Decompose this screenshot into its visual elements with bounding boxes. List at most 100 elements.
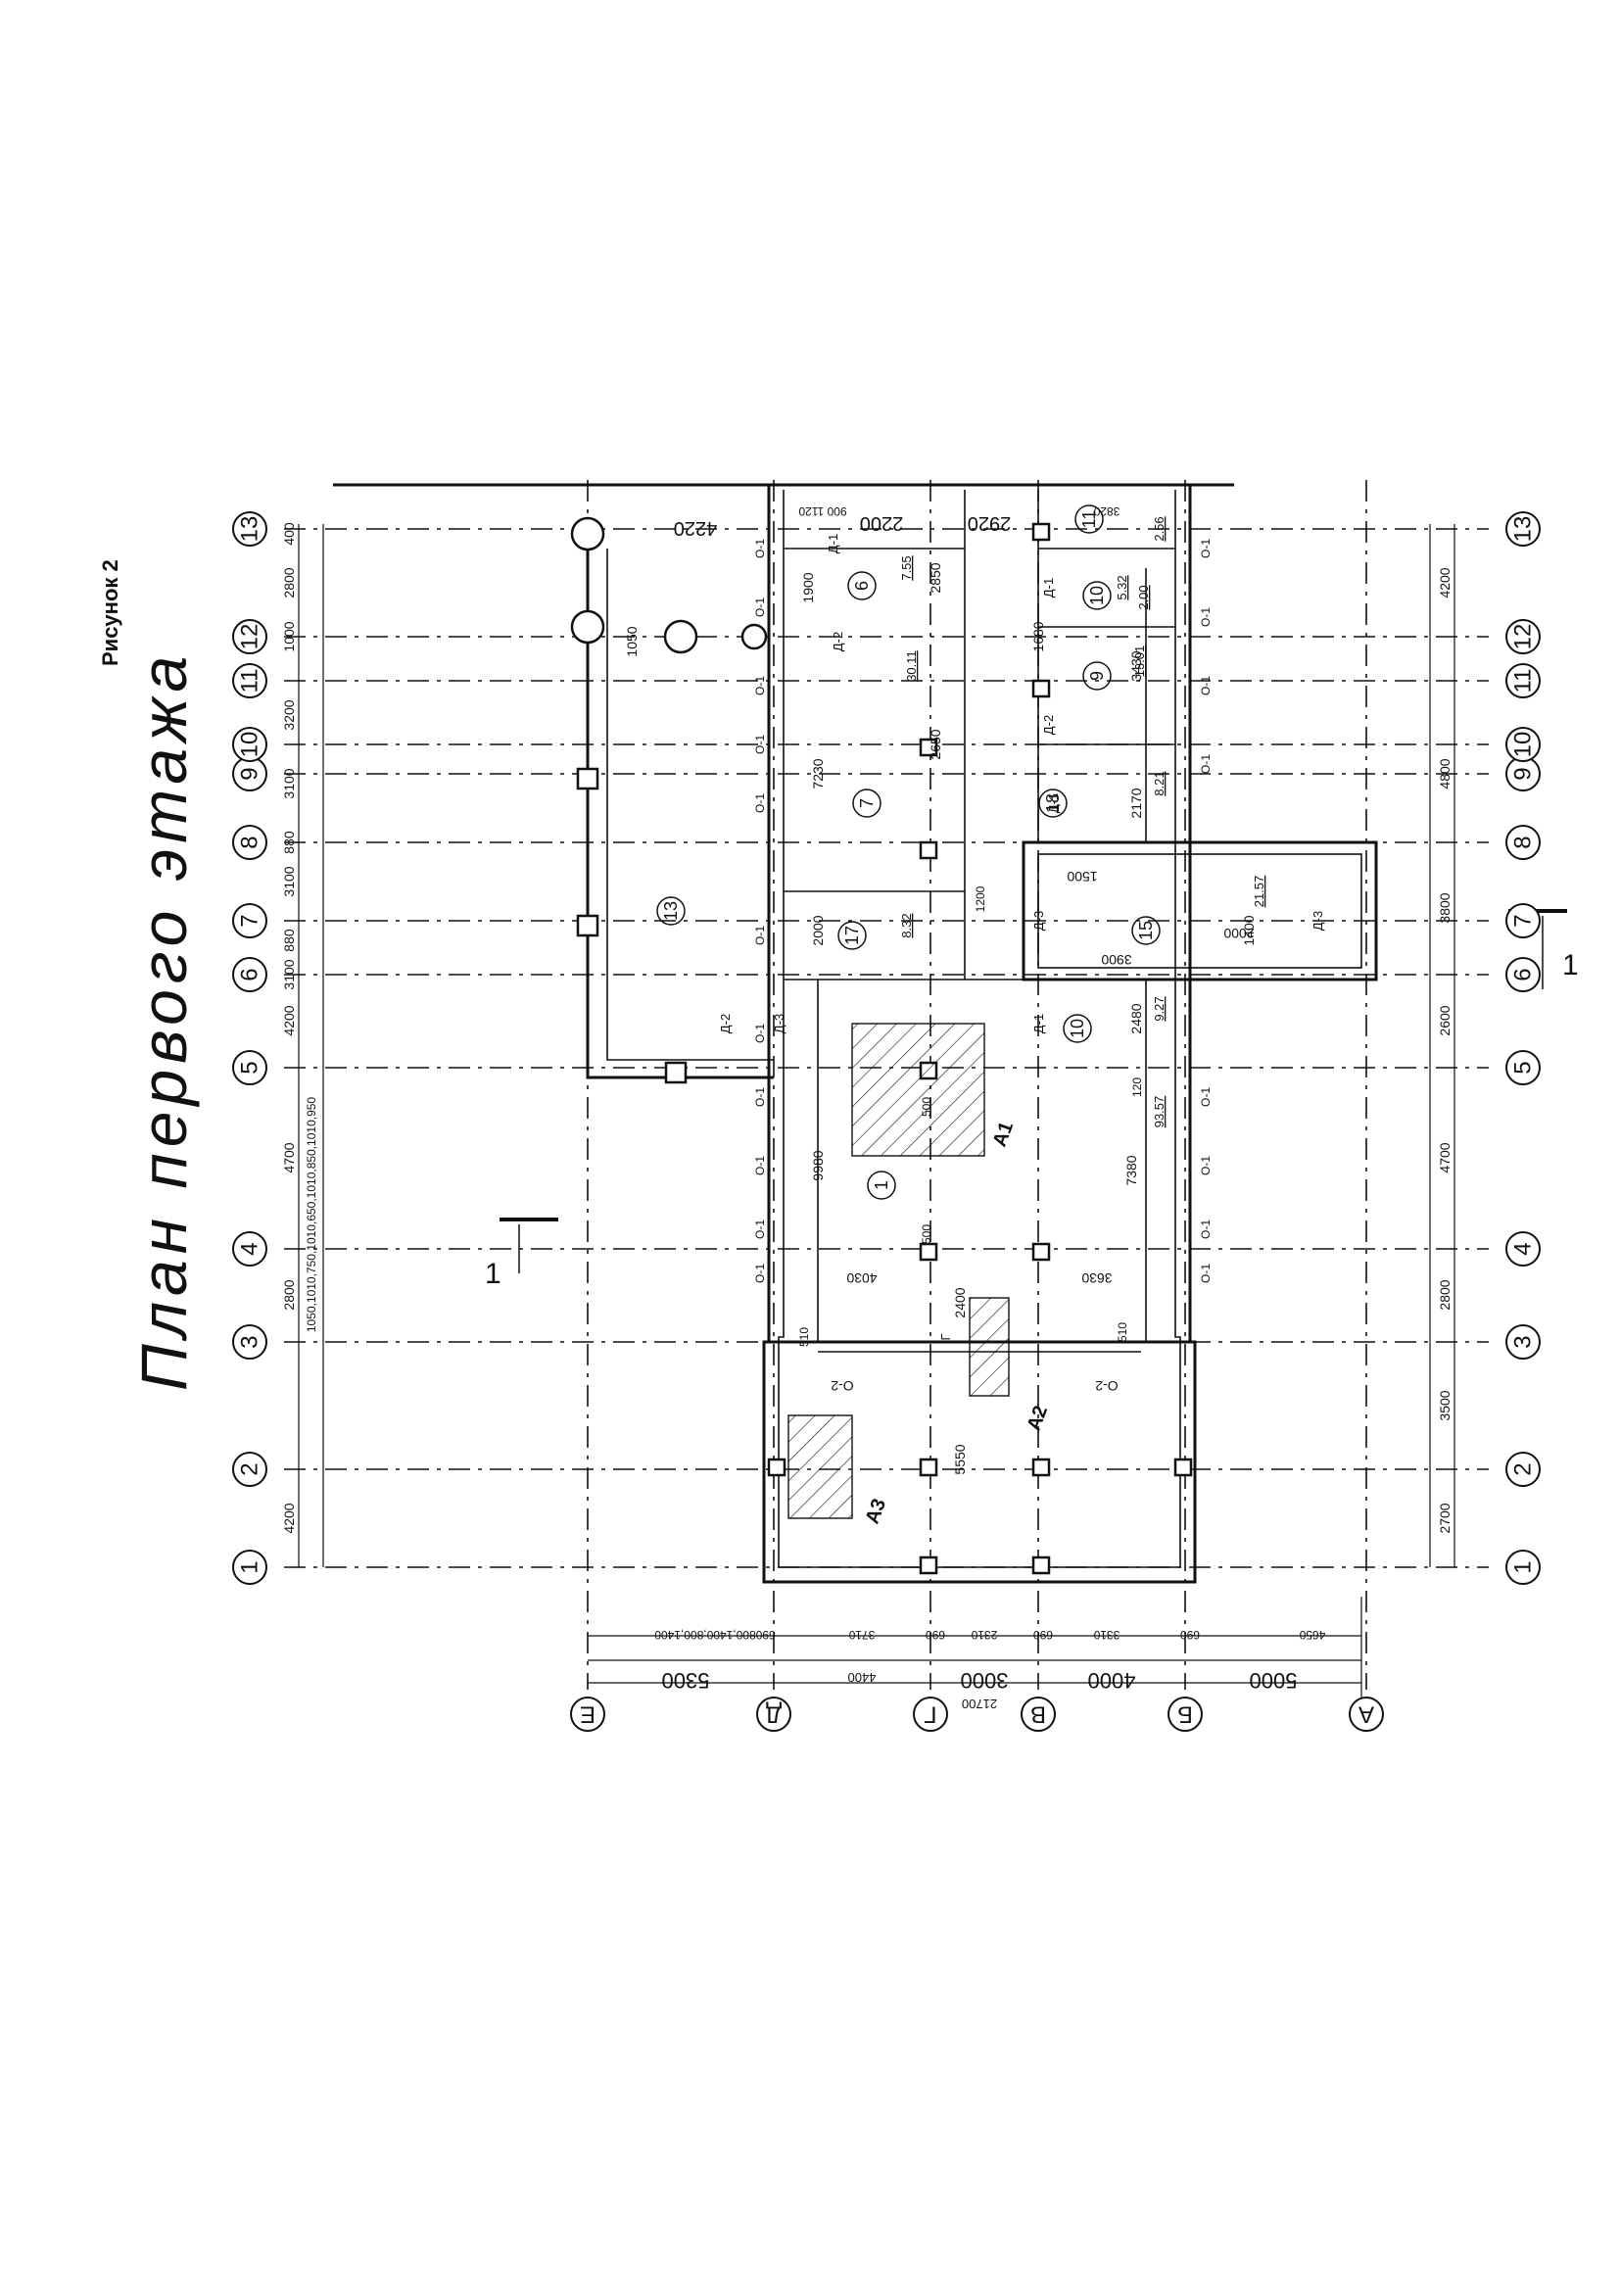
walls — [333, 483, 1378, 1584]
left-dimension: 4200 — [1437, 567, 1453, 598]
bottom-detail-dimension: 3310 — [1093, 1628, 1120, 1642]
room-number-circle — [847, 571, 877, 600]
bottom-detail-dimension: 3710 — [848, 1628, 875, 1642]
window-label: О-1 — [753, 539, 767, 558]
left-dimension: 4800 — [1437, 758, 1453, 789]
room-area: 13.01 — [1132, 646, 1147, 678]
section-marker: А1 — [989, 1119, 1018, 1150]
axis-bubble-4 — [232, 1231, 267, 1267]
interior-dimension: 1500 — [1067, 869, 1097, 885]
axis-label-Е: Е — [580, 1701, 596, 1728]
room-number: 15 — [1136, 921, 1156, 940]
bottom-dimension: 3000 — [961, 1668, 1009, 1693]
axis-label-8: 8 — [237, 836, 263, 848]
interior-dimension: 900 1120 — [798, 504, 846, 518]
axis-bubble-7 — [232, 903, 267, 938]
interior-dimension: 1680 — [1030, 621, 1046, 651]
interior-dimension: 1050 — [624, 626, 640, 656]
window-label: О-1 — [1199, 676, 1213, 695]
axis-bubble-12 — [232, 619, 267, 654]
interior-dimension: 500 — [920, 1224, 933, 1244]
door-label: Д-3 — [772, 1014, 786, 1033]
room-number: 6 — [852, 581, 872, 591]
room-number: 11 — [1079, 510, 1099, 529]
top-dimension: 3100 — [281, 866, 297, 896]
interior-dimension: 2000 — [1223, 926, 1254, 941]
room-area: 21.57 — [1252, 876, 1266, 908]
bottom-mid-dimension: 4400 — [848, 1670, 877, 1685]
room-number: 10 — [1068, 1019, 1087, 1038]
room-number: 13 — [661, 901, 681, 921]
bottom-detail-dimension: 690800,1400,800,1400 — [654, 1628, 776, 1642]
axis-bubble-13 — [1505, 511, 1541, 547]
bottom-detail-dimension: 690 — [926, 1628, 945, 1642]
room-texts: 1671710151891011137.5530.118.329.2793.57… — [656, 504, 1325, 1527]
interior-dimension: 2200 — [860, 512, 904, 534]
interior-dimension: 2480 — [1128, 1003, 1144, 1033]
interior-dimension: 4220 — [674, 517, 718, 539]
axis-label-1: 1 — [1510, 1560, 1537, 1573]
axis-bubble-Д — [756, 1697, 791, 1732]
axis-label-7: 7 — [237, 914, 263, 927]
left-dimension: 4700 — [1437, 1142, 1453, 1172]
section-cut-marks: 1 1 — [485, 909, 1579, 1290]
interior-dimension: 9980 — [810, 1150, 826, 1180]
top-dimension: 4200 — [281, 1503, 297, 1533]
interior-dimension: 2850 — [928, 562, 943, 593]
axis-label-8: 8 — [1510, 836, 1537, 848]
axis-bubble-7 — [1505, 903, 1541, 938]
top-dimension: 1000 — [281, 621, 297, 651]
axis-label-В: В — [1030, 1701, 1046, 1728]
left-dimension: 3500 — [1437, 1390, 1453, 1420]
axis-label-10: 10 — [1510, 732, 1537, 758]
interior-dimension: 7230 — [810, 758, 826, 789]
window-label: О-1 — [753, 1264, 767, 1283]
window-label: О-1 — [1199, 539, 1213, 558]
interior-dimension: 3630 — [1081, 1270, 1112, 1286]
top-dimension: 2800 — [281, 1279, 297, 1310]
room-area: 8.21 — [1152, 771, 1167, 795]
figure-label: Рисунок 2 — [98, 559, 122, 666]
bottom-dimension: 4000 — [1088, 1668, 1136, 1693]
room-number: 10 — [1087, 586, 1107, 605]
interior-dimension: 5550 — [952, 1444, 968, 1474]
door-label: Д-2 — [718, 1014, 733, 1033]
room-area: 8.32 — [899, 913, 914, 937]
door-label: Д-1 — [826, 534, 840, 553]
stair-label: Г — [938, 1333, 953, 1340]
top-dimension: 4200 — [281, 1005, 297, 1035]
interior-dimension: 2000 — [810, 915, 826, 945]
left-dimension: 2700 — [1437, 1503, 1453, 1533]
interior-dimension: 3430 — [1128, 650, 1144, 681]
bottom-dimension: 5300 — [662, 1668, 710, 1693]
door-label: Д-3 — [1031, 911, 1046, 931]
room-number-circle — [656, 896, 686, 926]
axis-label-9: 9 — [237, 767, 263, 780]
bottom-detail-dimension: 690 — [1033, 1628, 1053, 1642]
room-area: 2.56 — [1152, 516, 1167, 541]
window-label: О-1 — [753, 926, 767, 945]
room-area: 7.55 — [899, 555, 914, 580]
window-label: О-2 — [1095, 1378, 1119, 1394]
interior-dimension: 3900 — [1101, 952, 1131, 968]
top-dimension: 3100 — [281, 959, 297, 989]
interior-dimension: 2650 — [928, 729, 943, 759]
axis-bubble-1 — [1505, 1550, 1541, 1585]
axis-bubble-13 — [232, 511, 267, 547]
window-label: О-1 — [1199, 754, 1213, 774]
axis-label-А: А — [1358, 1701, 1374, 1728]
axis-bubble-11 — [1505, 663, 1541, 698]
room-number-circle — [852, 789, 881, 818]
room-area: 5.32 — [1115, 575, 1129, 599]
dimension-texts: 2700350028004700260038004800420042002800… — [281, 504, 1453, 1711]
axis-label-11: 11 — [1510, 669, 1537, 694]
axis-label-2: 2 — [1510, 1462, 1537, 1475]
top-dimension: 880 — [281, 929, 297, 952]
axis-bubble-10 — [232, 727, 267, 762]
room-number-circle — [1082, 581, 1112, 610]
axis-label-Б: Б — [1177, 1701, 1193, 1728]
axis-bubble-5 — [1505, 1050, 1541, 1085]
left-dimension: 3800 — [1437, 892, 1453, 923]
left-dimension: 2600 — [1437, 1005, 1453, 1035]
